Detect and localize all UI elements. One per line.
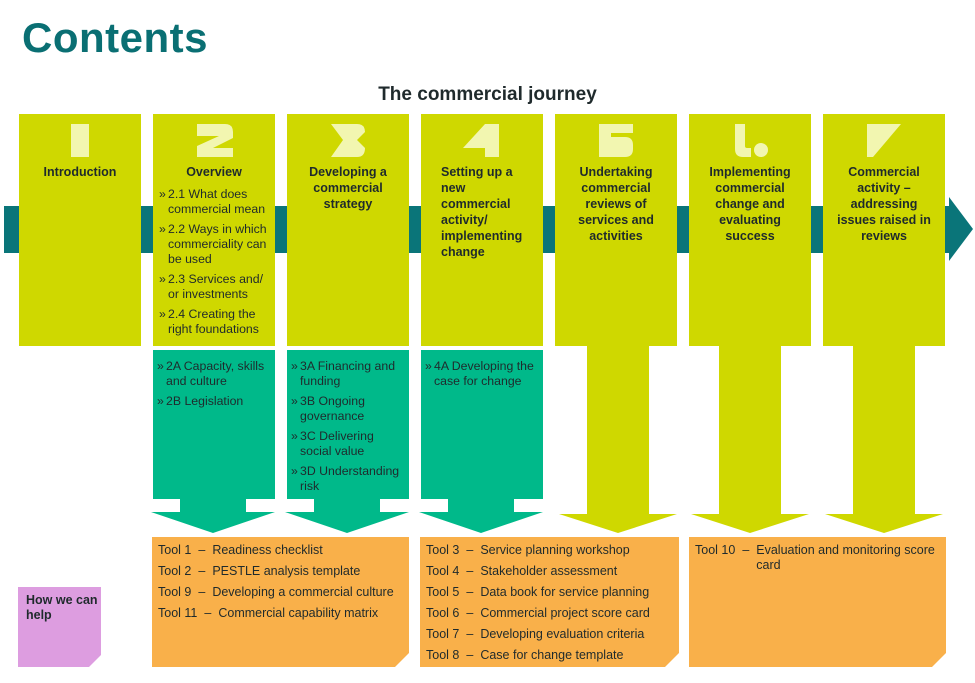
- help-label: How we can help: [26, 593, 98, 622]
- tool-label: Readiness checklist: [212, 543, 323, 557]
- subsection-3-items: 3A Financing and funding 3B Ongoing gove…: [291, 359, 405, 499]
- page-fold: [932, 653, 946, 667]
- tool-label: Developing evaluation criteria: [480, 627, 645, 641]
- list-item: 2.3 Services and/ or investments: [159, 272, 271, 302]
- tool-item: Tool 6–Commercial project score card: [426, 606, 679, 621]
- tool-number: Tool 3: [426, 543, 460, 557]
- tool-item: Tool 5–Data book for service planning: [426, 585, 679, 600]
- subsection-4: 4A Developing the case for change: [421, 350, 543, 499]
- stage-1-introduction: Introduction: [19, 114, 141, 346]
- stage-number-5-icon: [555, 124, 677, 158]
- down-arrow-2: [151, 499, 275, 533]
- stage-number-4-icon: [421, 124, 543, 158]
- stage-title: Commercial activity – addressing issues …: [837, 165, 931, 243]
- subsection-2: 2A Capacity, skills and culture 2B Legis…: [153, 350, 275, 499]
- tool-number: Tool 4: [426, 564, 460, 578]
- down-arrow-7: [825, 345, 943, 533]
- tool-item: Tool 8–Case for change template: [426, 648, 679, 663]
- journey-arrowhead: [949, 197, 973, 261]
- tool-number: Tool 11: [158, 606, 198, 620]
- stage-7-addressing-issues: Commercial activity – addressing issues …: [823, 114, 945, 346]
- stage-title: Implementing commercial change and evalu…: [709, 165, 791, 243]
- stage-5-reviews: Undertaking commercial reviews of servic…: [555, 114, 677, 346]
- tool-number: Tool 2: [158, 564, 192, 578]
- tool-label: Case for change template: [480, 648, 624, 662]
- stage-number-3-icon: [287, 124, 409, 158]
- tool-item: Tool 2–PESTLE analysis template: [158, 564, 409, 579]
- tool-label: Service planning workshop: [480, 543, 630, 557]
- journey-title: The commercial journey: [378, 84, 597, 105]
- tool-label: Commercial project score card: [480, 606, 650, 620]
- stage-6-implementing: Implementing commercial change and evalu…: [689, 114, 811, 346]
- stage-number-2-icon: [153, 124, 275, 158]
- stage-2-overview: Overview 2.1 What does commercial mean 2…: [153, 114, 275, 346]
- tool-group-1: Tool 1–Readiness checklist Tool 2–PESTLE…: [152, 537, 409, 667]
- stage-title: Developing a commercial strategy: [309, 165, 387, 211]
- list-item: 4A Developing the case for change: [425, 359, 539, 389]
- stage-2-items: 2.1 What does commercial mean 2.2 Ways i…: [159, 187, 271, 342]
- list-item: 2A Capacity, skills and culture: [157, 359, 271, 389]
- stage-title: Introduction: [43, 165, 117, 179]
- list-item: 2.4 Creating the right foundations: [159, 307, 271, 337]
- page-fold: [395, 653, 409, 667]
- list-item: 3A Financing and funding: [291, 359, 405, 389]
- tool-item: Tool 11–Commercial capability matrix: [158, 606, 409, 621]
- list-item: 2.2 Ways in which commerciality can be u…: [159, 222, 271, 267]
- page-fold: [665, 653, 679, 667]
- tool-group-3: Tool 10–Evaluation and monitoring score …: [689, 537, 946, 667]
- tool-item: Tool 4–Stakeholder assessment: [426, 564, 679, 579]
- down-arrow-5: [559, 345, 677, 533]
- tool-number: Tool 5: [426, 585, 460, 599]
- page-title: Contents: [22, 14, 208, 61]
- tool-label: Data book for service planning: [480, 585, 650, 599]
- tool-number: Tool 8: [426, 648, 460, 662]
- page-fold: [89, 655, 101, 667]
- stage-number-6-icon: [689, 124, 811, 158]
- list-item: 2B Legislation: [157, 394, 271, 409]
- tool-number: Tool 10: [695, 543, 736, 557]
- tool-item: Tool 9–Developing a commercial culture: [158, 585, 409, 600]
- stage-number-1-icon: [19, 124, 141, 158]
- list-item: 2.1 What does commercial mean: [159, 187, 271, 217]
- tool-item: Tool 10–Evaluation and monitoring score …: [695, 543, 946, 573]
- down-arrow-6: [691, 345, 809, 533]
- tool-number: Tool 6: [426, 606, 460, 620]
- tool-number: Tool 7: [426, 627, 460, 641]
- stage-3-strategy: Developing a commercial strategy: [287, 114, 409, 346]
- tool-label: Stakeholder assessment: [480, 564, 618, 578]
- subsection-3: 3A Financing and funding 3B Ongoing gove…: [287, 350, 409, 499]
- tool-label: PESTLE analysis template: [212, 564, 361, 578]
- tool-number: Tool 9: [158, 585, 192, 599]
- stage-title: Undertaking commercial reviews of servic…: [578, 165, 654, 243]
- how-we-can-help-note: How we can help: [18, 587, 101, 667]
- list-item: 3C Delivering social value: [291, 429, 405, 459]
- list-item: 3B Ongoing governance: [291, 394, 405, 424]
- tool-label: Commercial capability matrix: [218, 606, 379, 620]
- down-arrow-4: [419, 499, 543, 533]
- subsection-4-items: 4A Developing the case for change: [425, 359, 539, 394]
- down-arrow-3: [285, 499, 409, 533]
- stage-number-7-icon: [823, 124, 945, 158]
- subsection-2-items: 2A Capacity, skills and culture 2B Legis…: [157, 359, 271, 414]
- tool-group-2: Tool 3–Service planning workshop Tool 4–…: [420, 537, 679, 667]
- tool-label: Developing a commercial culture: [212, 585, 394, 599]
- tool-item: Tool 1–Readiness checklist: [158, 543, 409, 558]
- tool-number: Tool 1: [158, 543, 192, 557]
- tool-item: Tool 7–Developing evaluation criteria: [426, 627, 679, 642]
- stage-title: Overview: [186, 165, 242, 179]
- stage-title: Setting up a new commercial activity/ im…: [441, 165, 523, 259]
- tool-item: Tool 3–Service planning workshop: [426, 543, 679, 558]
- tool-label: Evaluation and monitoring score card: [756, 543, 935, 572]
- list-item: 3D Understanding risk: [291, 464, 405, 494]
- stage-4-setting-up: Setting up a new commercial activity/ im…: [421, 114, 543, 346]
